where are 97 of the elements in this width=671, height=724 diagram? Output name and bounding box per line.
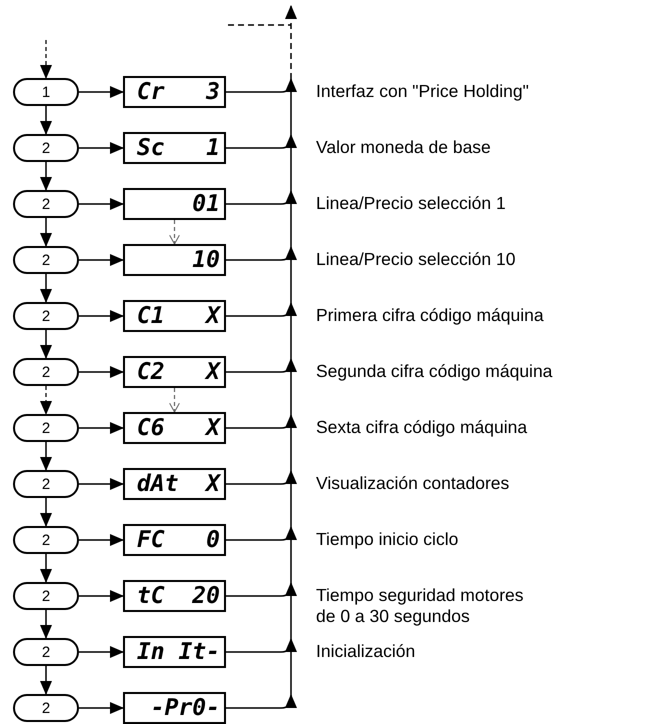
arrow [169, 388, 180, 412]
key-button-box [13, 582, 79, 610]
arrow [40, 106, 52, 135]
arrow [79, 198, 124, 210]
key-number: 2 [42, 644, 50, 660]
arrow [40, 554, 52, 583]
arrow [40, 442, 52, 471]
bus-connector-arrow [226, 190, 297, 205]
description-text: Tiempo seguridad motores de 0 a 30 segundos [316, 585, 525, 627]
segment-display-box [123, 692, 226, 724]
segment-display-box [123, 76, 226, 108]
segment-display-box [123, 300, 226, 332]
display-readout: dAt X [136, 471, 220, 497]
description-text: Segunda cifra código máquina [316, 361, 554, 382]
arrow [79, 646, 124, 658]
key-button-box [13, 302, 79, 330]
key-number: 2 [42, 532, 50, 548]
key-number: 2 [42, 588, 50, 604]
arrow [79, 534, 124, 546]
arrow [79, 366, 124, 378]
arrow [79, 590, 124, 602]
key-number: 2 [42, 364, 50, 380]
display-readout: Sc 1 [136, 135, 220, 161]
key-button-box [13, 526, 79, 554]
description-text: Linea/Precio selección 1 [316, 193, 507, 214]
segment-display-box [123, 412, 226, 444]
description-text: Visualización contadores [316, 473, 510, 494]
arrow [40, 498, 52, 527]
description-text: Linea/Precio selección 10 [316, 249, 516, 270]
bus-connector-arrow [226, 414, 297, 429]
bus-connector-arrow [226, 470, 297, 485]
display-readout: 10 [192, 247, 220, 273]
arrow [40, 386, 52, 415]
description-text: Valor moneda de base [316, 137, 492, 158]
key-number: 2 [42, 308, 50, 324]
arrow [40, 610, 52, 639]
segment-display-box [123, 356, 226, 388]
arrow [79, 702, 124, 714]
arrow [79, 86, 124, 98]
display-readout: C1 X [136, 303, 220, 329]
arrow [79, 310, 124, 322]
key-number: 2 [42, 700, 50, 716]
arrow [79, 254, 124, 266]
arrow [79, 422, 124, 434]
display-readout: 01 [192, 191, 220, 217]
arrow [40, 666, 52, 695]
bus-connector-arrow [226, 638, 297, 653]
display-readout: -Pr0- [150, 695, 220, 721]
key-number: 2 [42, 140, 50, 156]
display-readout: Cr 3 [136, 79, 220, 105]
key-button-box [13, 190, 79, 218]
key-number: 2 [42, 420, 50, 436]
key-button-box [13, 246, 79, 274]
description-text: Inicialización [316, 641, 416, 662]
key-button-box [13, 414, 79, 442]
key-button-box [13, 134, 79, 162]
segment-display-box [123, 468, 226, 500]
key-button-box [13, 470, 79, 498]
key-button-box [13, 358, 79, 386]
bus-connector-arrow [226, 694, 297, 709]
segment-display-box [123, 580, 226, 612]
arrow [40, 274, 52, 303]
key-button-box [13, 694, 79, 722]
bus-connector-arrow [226, 246, 297, 261]
display-readout: In It- [136, 639, 220, 665]
key-number: 2 [42, 252, 50, 268]
key-button-box [13, 638, 79, 666]
segment-display-box [123, 132, 226, 164]
display-readout: C2 X [136, 359, 220, 385]
bus-connector-arrow [226, 582, 297, 597]
segment-display-box [123, 524, 226, 556]
key-number: 2 [42, 476, 50, 492]
description-text: Primera cifra código máquina [316, 305, 545, 326]
key-number: 2 [42, 196, 50, 212]
bus-connector-arrow [226, 78, 297, 93]
arrow [79, 478, 124, 490]
display-readout: tC 20 [136, 583, 220, 609]
bus-connector-arrow [226, 358, 297, 373]
bus-connector-arrow [226, 134, 297, 149]
arrow [40, 330, 52, 359]
arrow [40, 218, 52, 247]
segment-display-box [123, 636, 226, 668]
description-text: Tiempo inicio ciclo [316, 529, 460, 550]
description-text: Interfaz con "Price Holding" [316, 81, 530, 102]
segment-display-box [123, 188, 226, 220]
display-readout: C6 X [136, 415, 220, 441]
segment-display-box [123, 244, 226, 276]
key-button-box [13, 78, 79, 106]
bus-connector-arrow [226, 526, 297, 541]
arrow [40, 40, 52, 79]
arrow [79, 142, 124, 154]
bus-connector-arrow [226, 302, 297, 317]
display-readout: FC 0 [136, 527, 220, 553]
description-text: Sexta cifra código máquina [316, 417, 528, 438]
arrow [169, 220, 180, 244]
key-number: 1 [42, 84, 50, 100]
arrow [40, 162, 52, 191]
